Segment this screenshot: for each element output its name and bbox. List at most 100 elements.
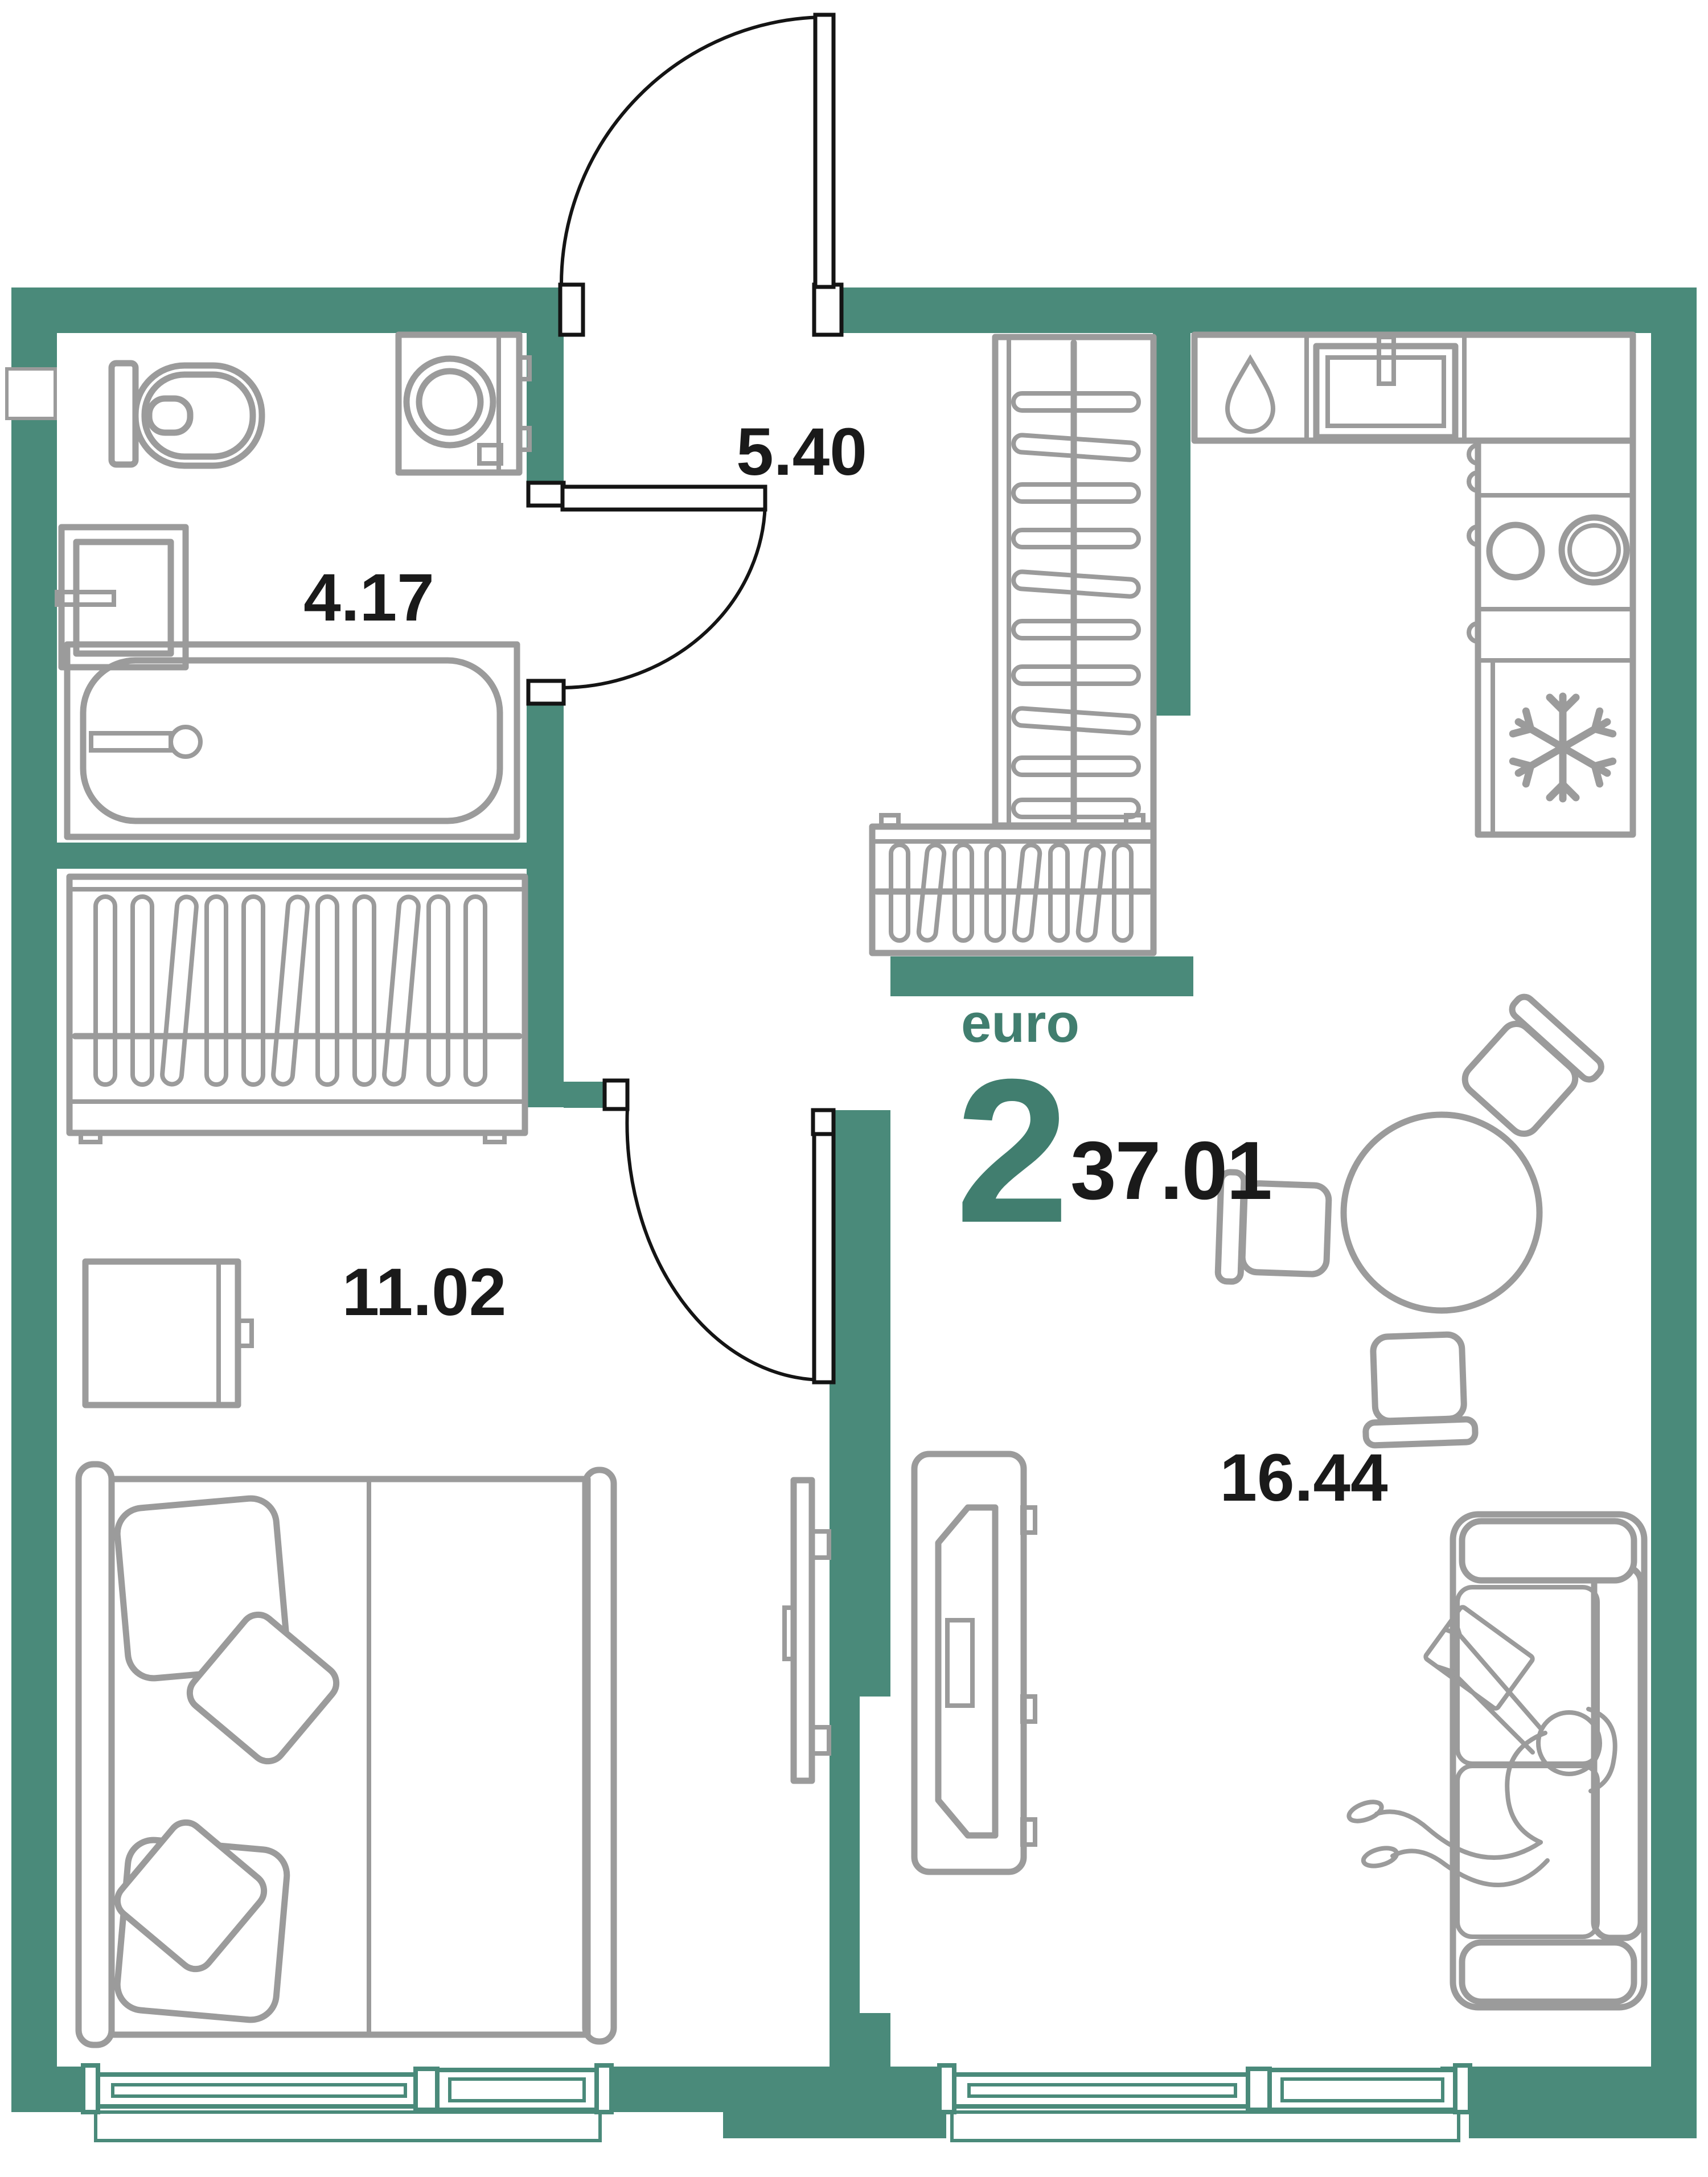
hanger-icon: [1012, 843, 1042, 943]
cabinet-handle: [1020, 1505, 1037, 1535]
sink-outer: [58, 524, 189, 671]
burner-inner: [1567, 523, 1621, 577]
chair-seat: [1461, 1020, 1579, 1137]
bathroom-door: [526, 480, 767, 706]
hangers: [889, 843, 1134, 943]
toilet: [108, 360, 265, 469]
dining-chair: [1362, 1331, 1479, 1449]
window-casement-inner: [1280, 2077, 1444, 2102]
hanger-icon: [1011, 664, 1141, 686]
bathroom-sink: [55, 524, 189, 671]
wall-bedroom-living-bottom: [830, 2013, 890, 2067]
hanger-icon: [984, 843, 1006, 943]
hanger-icon: [1048, 843, 1070, 943]
handle-icon: [1467, 621, 1480, 644]
sofa-backrest: [1591, 1563, 1644, 1941]
water-drop-icon: [1225, 354, 1276, 434]
kitchen-counter-top: [1191, 331, 1636, 444]
walls: [5, 287, 1697, 2138]
wall-top-left: [11, 287, 564, 333]
kitchen-column: [1467, 437, 1636, 838]
nightstand-knob: [236, 1318, 254, 1348]
wardrobe-horizontal: [869, 813, 1157, 956]
hallway-area-label: 5.40: [736, 414, 867, 490]
pillow: [186, 1611, 340, 1765]
hanger-icon: [130, 894, 154, 1087]
dining-chair: [1461, 993, 1604, 1137]
bed-headboard: [75, 1461, 115, 2048]
hanger-icon: [1011, 619, 1141, 640]
hangers: [93, 894, 487, 1087]
apartment-type-label: euro: [961, 993, 1079, 1054]
wall-living-nook: [890, 956, 1193, 996]
tv-bracket: [810, 1529, 831, 1560]
handle-icon: [1467, 470, 1480, 493]
wardrobe-foot: [79, 1131, 102, 1144]
sink-tap: [55, 590, 116, 607]
washing-machine: [395, 331, 532, 476]
washer-foot-bottom: [517, 426, 532, 452]
snowflake-icon: [1509, 692, 1617, 803]
room-bathroom: 4.17: [55, 331, 532, 840]
hanger-icon: [1011, 433, 1141, 462]
toilet-bowl: [132, 362, 265, 469]
hanger-icon: [1011, 706, 1141, 736]
hanger-icon: [1011, 798, 1141, 819]
tv-bracket: [810, 1725, 831, 1756]
door-jamb: [526, 679, 566, 706]
wardrobe-foot: [483, 1131, 507, 1144]
bedroom-door: [602, 1078, 836, 1385]
living-area-label: 16.44: [1220, 1440, 1387, 1515]
toilet-bowl-inner: [141, 371, 256, 460]
bathtub-tap: [89, 731, 173, 753]
window-glass: [967, 2083, 1237, 2098]
hanger-icon: [1011, 391, 1141, 413]
door-jamb: [602, 1078, 630, 1111]
window-sill-recess: [94, 2110, 602, 2142]
hanger-icon: [352, 894, 376, 1087]
hanger-icon: [952, 843, 974, 943]
bedroom-wardrobe: [66, 873, 528, 1144]
room-living: 16.44: [911, 993, 1648, 2011]
snowflake-arm: [1546, 692, 1580, 751]
wall-hall-bedroom-stub: [564, 1082, 605, 1108]
bed-footboard: [582, 1467, 617, 2045]
tv-base: [782, 1605, 796, 1661]
bed: [75, 1461, 617, 2048]
snowflake-arm: [1509, 744, 1567, 788]
door-jamb: [812, 282, 844, 337]
sofa: [1346, 1511, 1648, 2011]
hanger-icon: [315, 894, 339, 1087]
apartment-title: euro 2 37.01: [955, 993, 1272, 1266]
cabinet-panel: [935, 1504, 999, 1839]
washer-drum-inner: [416, 368, 484, 436]
door-jamb: [526, 480, 566, 508]
wall-bottom-stub-middle: [607, 2067, 946, 2112]
tv-cabinet: [911, 1451, 1037, 1875]
hangers: [1011, 391, 1141, 819]
window-sill-recess: [950, 2110, 1460, 2142]
hanger-icon: [1011, 569, 1141, 599]
chair-seat: [1239, 1180, 1332, 1278]
apartment-rooms-count: 2: [955, 1037, 1069, 1266]
wall-kitchen-hall: [1153, 333, 1190, 716]
window-cap: [594, 2063, 614, 2114]
sink-faucet: [1377, 335, 1396, 386]
bedroom-tv: [782, 1477, 831, 1784]
book: [1423, 1605, 1535, 1711]
hanger-icon: [916, 843, 947, 943]
person-foot: [1346, 1800, 1384, 1823]
washer-body: [395, 331, 523, 476]
sink-outer: [1313, 343, 1459, 441]
sofa-cushion: [1455, 1585, 1600, 1766]
window-casement-inner: [448, 2077, 586, 2102]
hanger-icon: [241, 894, 265, 1087]
washer-detail: [477, 443, 503, 466]
snowflake-arm: [1546, 744, 1580, 803]
door-leaf: [560, 484, 767, 512]
window-glass: [111, 2083, 407, 2098]
door-swing-arc: [563, 499, 767, 689]
hanger-icon: [160, 894, 199, 1087]
person-hair: [1586, 1707, 1617, 1793]
